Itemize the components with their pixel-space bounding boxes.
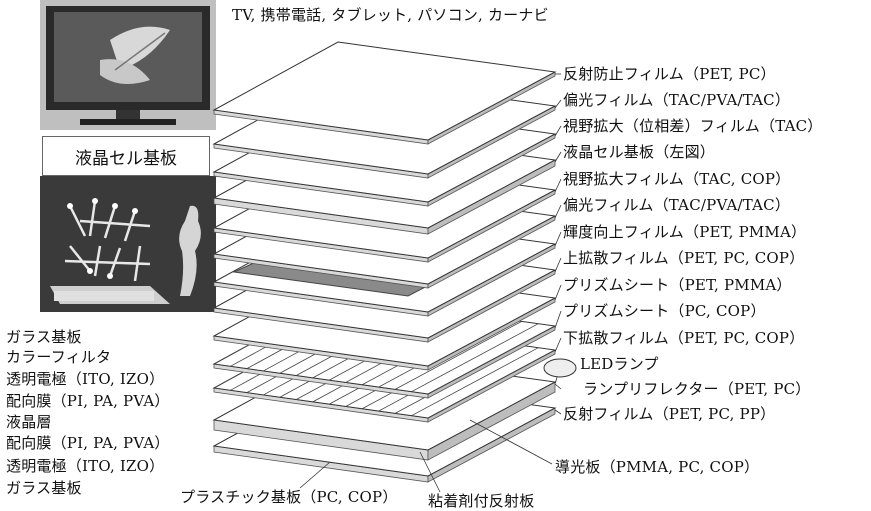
molecule-rods [64, 200, 151, 282]
leader-line [554, 284, 562, 301]
label-reflection-film: 反射フィルム（PET, PC, PP） [563, 405, 776, 423]
leader-line [554, 310, 562, 329]
leader-line [554, 178, 562, 193]
label-liquid-crystal-layer: 液晶層 [6, 413, 52, 431]
prism-ridge [394, 321, 522, 390]
label-polarizer-film-bottom: 偏光フィルム（TAC/PVA/TAC） [563, 196, 791, 214]
label-view-expansion-phase-film: 視野拡大（位相差）フィルム（TAC） [563, 117, 823, 135]
label-polarizer-film-top: 偏光フィルム（TAC/PVA/TAC） [563, 91, 791, 109]
led-lamp-shape [543, 358, 577, 378]
leader-line [554, 231, 562, 247]
label-view-expansion-film: 視野拡大フィルム（TAC, COP） [563, 170, 791, 188]
label-transparent-electrode-top: 透明電極（ITO, IZO） [6, 370, 165, 388]
prism-ridge [411, 347, 539, 417]
label-lower-diffuser: 下拡散フィルム（PET, PC, COP） [563, 329, 805, 347]
label-light-guide: 導光板（PMMA, PC, COP） [555, 458, 760, 476]
label-glass-substrate-bottom: ガラス基板 [6, 479, 82, 497]
label-plastic-substrate: プラスチック基板（PC, COP） [180, 488, 398, 506]
cell-substrate-box: 液晶セル基板 [42, 136, 210, 176]
liquid-crystal-image [40, 176, 216, 312]
label-lamp-reflector: ランプリフレクター（PET, PC） [583, 380, 811, 398]
leader-line-plastic [299, 461, 331, 489]
leader-line-light-guide [469, 419, 553, 465]
leader-line [554, 337, 562, 353]
label-brightness-film: 輝度向上フィルム（PET, PMMA） [563, 223, 807, 241]
leader-lines [299, 73, 577, 493]
leader-line [554, 151, 562, 163]
leader-line-adhesive [419, 451, 441, 493]
label-adhesive-reflector: 粘着剤付反射板 [428, 492, 535, 510]
figure-shape [179, 205, 201, 296]
label-transparent-electrode-bottom: 透明電極（ITO, IZO） [6, 457, 165, 475]
label-prism-sheet-lower: プリズムシート（PC, COP） [563, 302, 766, 320]
label-color-filter: カラーフィルタ [6, 348, 112, 366]
tv-image [40, 0, 216, 130]
label-prism-sheet-upper: プリズムシート（PET, PMMA） [563, 276, 792, 294]
sheet-layers [212, 41, 557, 483]
label-antireflection-film: 反射防止フィルム（PET, PC） [563, 65, 776, 83]
leader-line [554, 257, 562, 273]
leader-line [554, 99, 562, 109]
label-upper-diffuser: 上拡散フィルム（PET, PC, COP） [563, 249, 805, 267]
label-lc-cell-substrate: 液晶セル基板（左図） [563, 143, 716, 161]
leaf-shape [110, 26, 170, 71]
leader-line [554, 125, 562, 137]
leader-line [554, 409, 562, 415]
header-title: TV, 携帯電話, タブレット, パソコン, カーナビ [232, 6, 549, 24]
prism-ridge [411, 323, 539, 393]
molecule-photo [40, 176, 216, 312]
label-alignment-film-top: 配向膜（PI, PA, PVA） [6, 392, 170, 410]
leader-line [554, 383, 562, 390]
prism-ridge [427, 349, 556, 419]
leader-line [554, 204, 562, 219]
label-led-lamp: LEDランプ [580, 355, 659, 373]
tv-photo [40, 0, 216, 130]
sheet-layer [212, 41, 557, 141]
label-glass-substrate-top: ガラス基板 [6, 328, 82, 346]
label-alignment-film-bottom: 配向膜（PI, PA, PVA） [6, 434, 170, 452]
prism-ridge [427, 325, 556, 395]
